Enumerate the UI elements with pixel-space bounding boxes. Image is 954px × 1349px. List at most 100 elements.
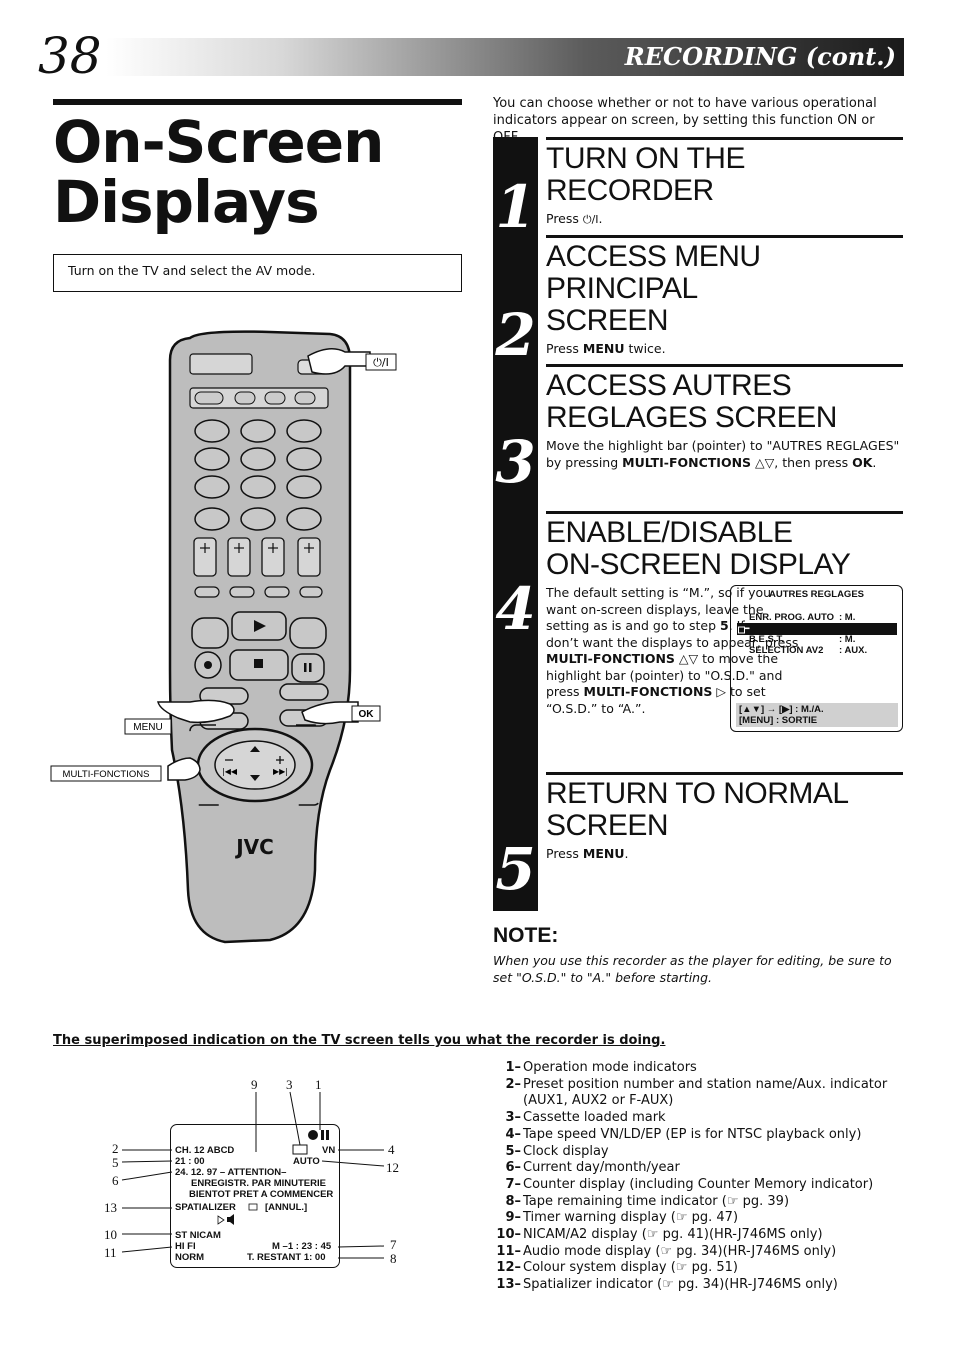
legend-text: Tape remaining time indicator (☞ pg. 39) (523, 1193, 790, 1209)
step-2: ACCESS MENU PRINCIPAL SCREEN Press MENU … (546, 235, 903, 358)
page-title-line1: On-Screen (53, 108, 384, 176)
step-text-part: △▽, then press (751, 454, 853, 470)
tv-icons (217, 1130, 329, 1225)
callout-4: 4 (388, 1142, 395, 1157)
legend-text: Clock display (523, 1143, 609, 1159)
osd-title: AUTRES REGLAGES (768, 589, 864, 600)
step-heading-line: REGLAGES SCREEN (546, 401, 837, 434)
step-number-4: 4 (495, 575, 536, 643)
step-text: The default setting is “M.”, so if you w… (546, 585, 801, 717)
tv-screen-diagram: CH. 12 ABCD 21 : 00 24. 12. 97 – ATTENTI… (170, 1124, 340, 1268)
tv-tape-speed: VN (322, 1145, 336, 1156)
step-rule (546, 235, 903, 238)
osd-row-label: SELECTION AV2 (749, 645, 824, 656)
ok-button-callout: OK (351, 705, 381, 722)
step-number-1: 1 (495, 173, 536, 241)
osd-row: SELECTION AV2: AUX. (737, 645, 897, 657)
legend-text: Current day/month/year (523, 1160, 680, 1176)
indicator-legend: 1–Operation mode indicators 2–Preset pos… (493, 1060, 913, 1294)
step-heading-line: SCREEN (546, 304, 669, 337)
title-rule (53, 99, 462, 105)
folder-icon (248, 1203, 258, 1211)
callout-13: 13 (104, 1200, 117, 1215)
step-heading: ACCESS AUTRES REGLAGES SCREEN (546, 370, 903, 434)
osd-footer-line: [MENU] : SORTIE (739, 715, 818, 726)
ok-callout-label: OK (359, 709, 375, 720)
hand-pointer-icon (738, 626, 750, 634)
svg-text:▶▶|: ▶▶| (273, 767, 288, 776)
list-item: 1–Operation mode indicators (493, 1060, 913, 1077)
list-item: 7–Counter display (including Counter Mem… (493, 1177, 913, 1194)
legend-number: 10– (496, 1227, 521, 1243)
legend-text: Preset position number and station name/… (523, 1076, 888, 1109)
note-text: When you use this recorder as the player… (493, 953, 892, 985)
step-heading-line: ACCESS MENU PRINCIPAL (546, 240, 761, 305)
power-callout-label: ⏻/I (373, 356, 389, 369)
section-header-bar: RECORDING (cont.) (106, 38, 904, 76)
legend-number: 8– (505, 1193, 521, 1209)
tv-remaining-time: T. RESTANT 1: 00 (247, 1252, 326, 1263)
remote-control-illustration: |◀◀ ▶▶| JVC ⏻/I OK MENU MULTI-FONCTIONS (50, 330, 397, 944)
multi-fonctions-callout: MULTI-FONCTIONS (50, 765, 162, 782)
tv-nicam: ST NICAM (175, 1230, 221, 1241)
legend-text: Counter display (including Counter Memor… (523, 1176, 874, 1192)
tv-timer-warning-2: BIENTOT PRET A COMMENCER (189, 1189, 334, 1200)
page-title-line2: Displays (53, 168, 320, 236)
remote-brand-logo: JVC (234, 835, 274, 859)
legend-text: Tape speed VN/LD/EP (EP is for NTSC play… (523, 1126, 862, 1142)
step-text-part: The default setting is “M.”, so if you w… (546, 585, 772, 633)
page-title: On-Screen Displays (53, 108, 384, 236)
play-small-icon (217, 1215, 225, 1225)
callout-3: 3 (286, 1077, 293, 1092)
legend-number: 4– (505, 1126, 521, 1142)
step-text-part: Press (546, 341, 583, 356)
step-text-part: Press (546, 846, 583, 861)
step-text-part: Move the highlight bar (pointer) to "AUT… (546, 438, 900, 470)
page-number: 38 (38, 27, 102, 85)
step-text-part: Press (546, 211, 583, 226)
step-text-bold: OK (852, 454, 873, 470)
step-text: Press MENU twice. (546, 341, 903, 358)
step-1: TURN ON THE RECORDER Press ⏻/I. (546, 137, 903, 229)
step-rule (546, 772, 903, 775)
step-text: Press ⏻/I. (546, 211, 903, 229)
legend-number: 13– (496, 1277, 521, 1293)
tv-counter: M –1 : 23 : 45 (272, 1241, 332, 1252)
osd-row-highlighted: O.S.D.: M. (737, 623, 897, 658)
callout-11: 11 (104, 1245, 117, 1260)
legend-number: 5– (505, 1143, 521, 1159)
step-heading-line: ACCESS AUTRES (546, 369, 792, 402)
list-item: 12–Colour system display (☞ pg. 51) (493, 1260, 913, 1277)
tv-annul: [ANNUL.] (265, 1202, 308, 1213)
step-rule (546, 137, 903, 140)
record-indicator-icon (308, 1130, 318, 1140)
step-text-bold: MULTI-FONCTIONS (546, 651, 675, 666)
legend-text: NICAM/A2 display (☞ pg. 41)(HR-J746MS on… (523, 1227, 823, 1243)
tv-colour-system: AUTO (293, 1156, 320, 1167)
osd-row-value: : M. (839, 612, 856, 623)
cassette-icon (292, 1144, 308, 1155)
step-rule (546, 511, 903, 514)
step-heading: RETURN TO NORMAL SCREEN (546, 778, 903, 842)
tv-norm: NORM (175, 1252, 205, 1263)
legend-number: 9– (505, 1210, 521, 1226)
list-item: 5–Clock display (493, 1144, 913, 1161)
callout-12: 12 (386, 1160, 399, 1175)
callout-7: 7 (390, 1237, 397, 1252)
menu-button-callout: MENU (124, 718, 172, 735)
callout-10: 10 (104, 1227, 117, 1242)
step-text-bold: MENU (582, 341, 625, 356)
osd-footer: [▲▼] → [▶] : M./A. [MENU] : SORTIE (736, 703, 898, 727)
list-item: 8–Tape remaining time indicator (☞ pg. 3… (493, 1194, 913, 1211)
osd-row: ENR. PROG. AUTO: M. (737, 612, 897, 624)
step-heading: TURN ON THE RECORDER (546, 142, 745, 207)
note-heading: NOTE: (493, 924, 559, 947)
preparation-box: Turn on the TV and select the AV mode. (53, 254, 462, 292)
step-heading-line: SCREEN (546, 809, 669, 842)
superimpose-heading: The superimposed indication on the TV sc… (53, 1033, 666, 1048)
callout-5: 5 (112, 1155, 119, 1170)
tv-date: 24. 12. 97 – ATTENTION– (175, 1167, 287, 1178)
legend-text: Cassette loaded mark (523, 1110, 666, 1126)
legend-number: 11– (496, 1243, 521, 1259)
legend-text: Spatializer indicator (☞ pg. 34)(HR-J746… (523, 1277, 838, 1293)
